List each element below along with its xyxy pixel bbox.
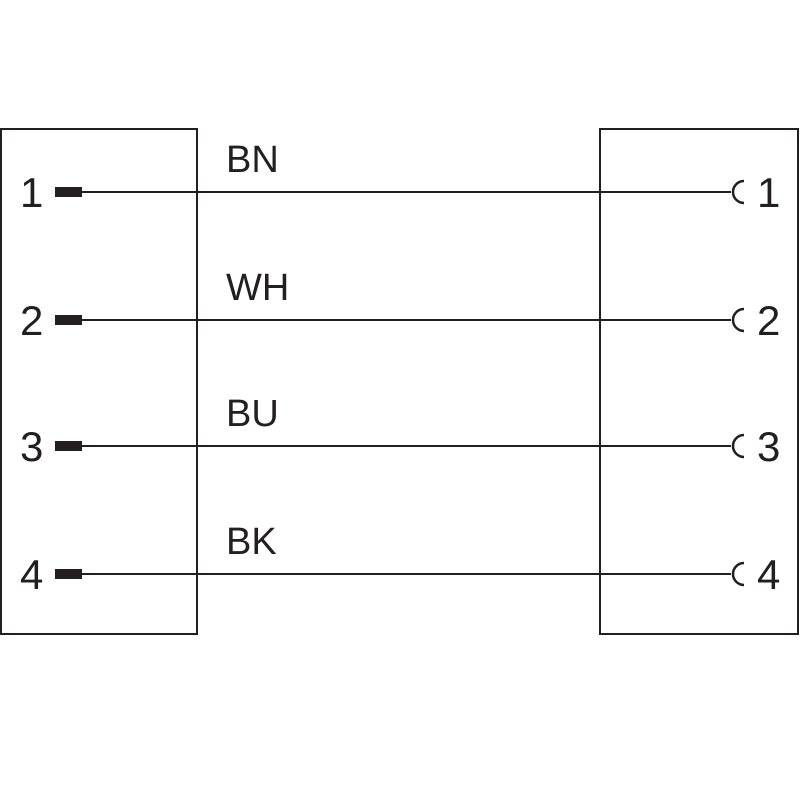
female-socket-icon [731,307,745,333]
wire-color-label: BK [226,521,277,563]
left-pin-number: 2 [20,297,43,344]
left-pin-number: 1 [20,169,43,216]
wire-row-3: 3 3 BU [20,393,780,470]
right-pin-number: 4 [757,551,780,598]
left-pin-number: 3 [20,423,43,470]
female-socket-icon [731,561,745,587]
left-connector [0,128,198,635]
right-connector-housing [599,128,799,635]
right-pin-number: 3 [757,423,780,470]
wire-color-label: BU [226,393,279,435]
right-pin-number: 1 [757,169,780,216]
right-pin-number: 2 [757,297,780,344]
male-pin-icon [55,441,82,451]
wires: 1 1 BN 2 2 WH 3 3 BU 4 4 BK [20,139,780,598]
male-pin-icon [55,315,82,325]
wire-row-2: 2 2 WH [20,267,780,344]
female-socket-icon [731,433,745,459]
male-pin-icon [55,187,82,197]
wire-row-1: 1 1 BN [20,139,780,216]
right-connector [599,128,799,635]
wire-color-label: WH [226,267,289,309]
wire-row-4: 4 4 BK [20,521,780,598]
wire-color-label: BN [226,139,279,181]
left-pin-number: 4 [20,551,43,598]
female-socket-icon [731,179,745,205]
male-pin-icon [55,569,82,579]
